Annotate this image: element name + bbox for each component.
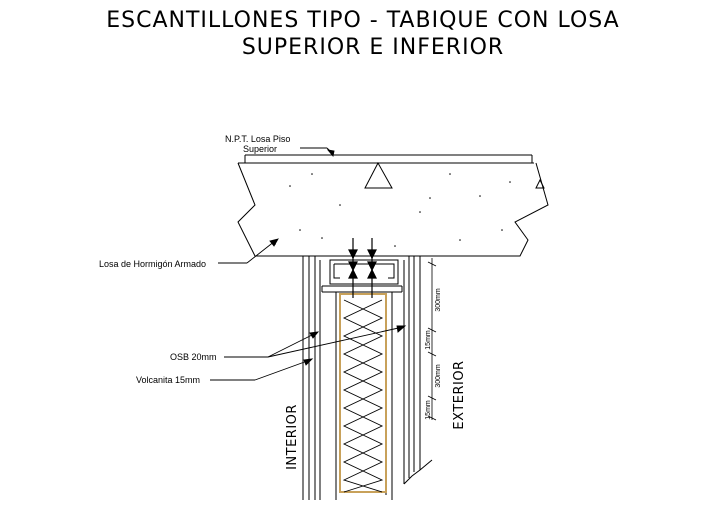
dim-300mm-lower: 300mm: [435, 364, 442, 388]
dim-15mm-lower: 15mm: [425, 400, 432, 420]
slab-aggregate-dots: [274, 173, 511, 247]
dim-300mm-upper: 300mm: [435, 288, 442, 312]
osb-label: OSB 20mm: [170, 352, 217, 362]
title-line-2: SUPERIOR E INFERIOR: [242, 35, 504, 60]
anchor-bolts: [348, 238, 377, 298]
title-line-1: ESCANTILLONES TIPO - TABIQUE CON LOSA: [106, 8, 619, 33]
npt-label-line-2: Superior: [243, 144, 277, 154]
concrete-slab: [237, 154, 549, 257]
losa-label: Losa de Hormigón Armado: [99, 259, 206, 269]
dim-15mm-upper: 15mm: [425, 330, 432, 350]
dimension-lines: [427, 258, 437, 421]
volcanita-label: Volcanita 15mm: [136, 375, 200, 385]
insulation: [339, 293, 387, 493]
leader-lines: [210, 147, 407, 381]
npt-label-line-1: N.P.T. Losa Piso: [225, 134, 290, 144]
wall-section: [302, 256, 433, 500]
exterior-label: EXTERIOR: [452, 360, 467, 429]
interior-label: INTERIOR: [285, 404, 300, 470]
